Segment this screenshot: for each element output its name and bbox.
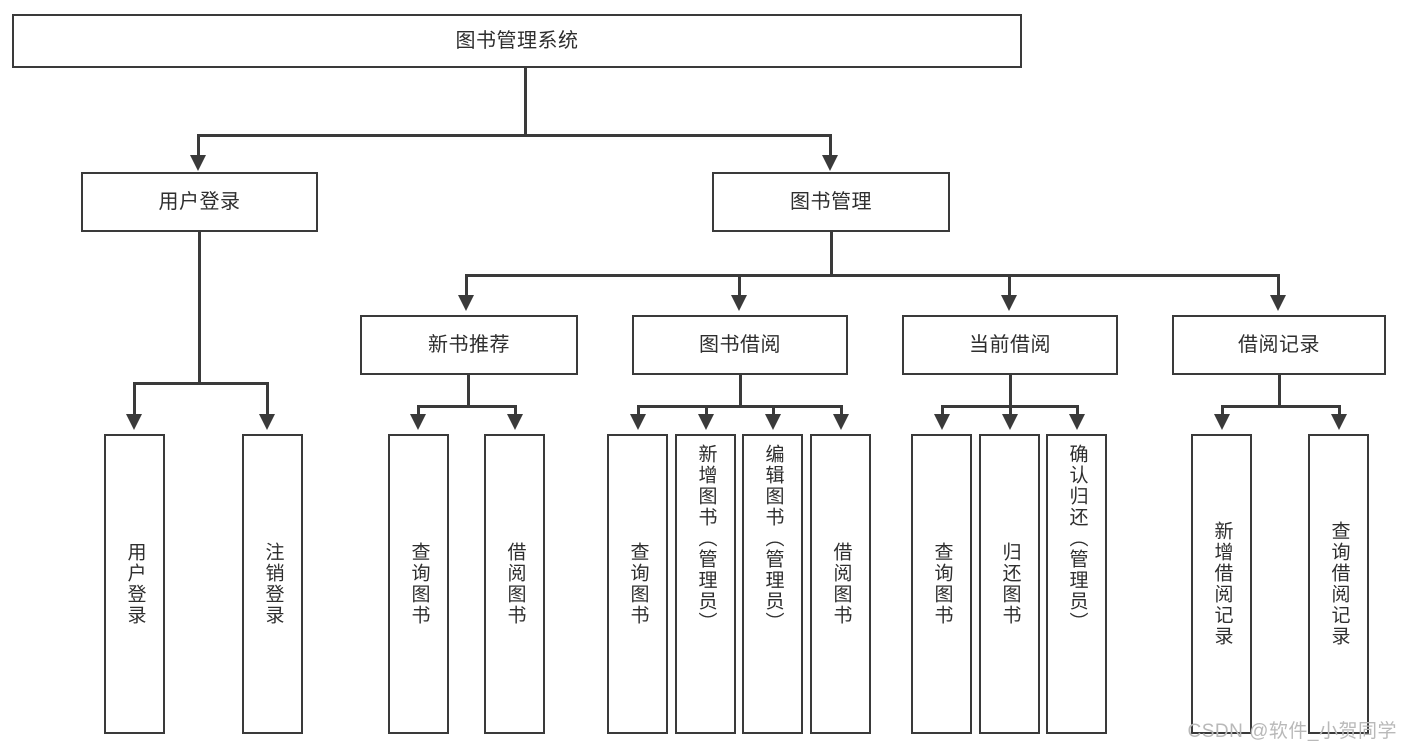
node-label: 用户登录 <box>124 542 146 626</box>
connector-new-book-stem <box>467 375 470 407</box>
node-label: 借阅记录 <box>1238 333 1320 356</box>
node-label: 图书管理 <box>790 190 872 213</box>
arrowhead-leaf-confirm-return <box>1069 414 1085 430</box>
connector-to-book-manage <box>829 134 832 158</box>
node-new-book-recommend[interactable]: 新书推荐 <box>360 315 578 375</box>
connector-user-login-leaf2 <box>266 382 269 417</box>
arrowhead-user-login <box>190 155 206 171</box>
leaf-query-book-current[interactable]: 查询图书 <box>911 434 972 734</box>
leaf-edit-book-admin[interactable]: 编辑图书（管理员） <box>742 434 803 734</box>
connector-new-book-leaf1 <box>417 405 420 417</box>
connector-current-borrow-leaf3 <box>1076 405 1079 417</box>
node-user-login[interactable]: 用户登录 <box>81 172 318 232</box>
arrowhead-book-borrow <box>731 295 747 311</box>
leaf-borrow-book[interactable]: 借阅图书 <box>810 434 871 734</box>
connector-root-stem <box>524 68 527 136</box>
leaf-add-borrow-record[interactable]: 新增借阅记录 <box>1191 434 1252 734</box>
connector-book-manage-stem <box>830 232 833 276</box>
connector-root-bar <box>197 134 831 137</box>
connector-book-borrow-leaf4 <box>840 405 843 417</box>
leaf-return-book[interactable]: 归还图书 <box>979 434 1040 734</box>
node-label: 借阅图书 <box>504 542 526 626</box>
connector-to-current-borrow <box>1008 274 1011 298</box>
node-label: 归还图书 <box>999 542 1021 626</box>
connector-new-book-leaf2 <box>514 405 517 417</box>
connector-current-borrow-stem <box>1009 375 1012 407</box>
leaf-add-book-admin[interactable]: 新增图书（管理员） <box>675 434 736 734</box>
leaf-user-login[interactable]: 用户登录 <box>104 434 165 734</box>
node-label: 查询图书 <box>931 542 953 626</box>
node-label: 编辑图书（管理员） <box>762 444 784 633</box>
connector-book-borrow-stem <box>739 375 742 407</box>
arrowhead-new-book <box>458 295 474 311</box>
leaf-query-book-borrow[interactable]: 查询图书 <box>607 434 668 734</box>
connector-user-login-stem <box>198 232 201 384</box>
node-label: 新增图书（管理员） <box>695 444 717 633</box>
connector-borrow-record-stem <box>1278 375 1281 407</box>
arrowhead-leaf-add-record <box>1214 414 1230 430</box>
leaf-query-book-recommend[interactable]: 查询图书 <box>388 434 449 734</box>
arrowhead-leaf-query-book-c <box>934 414 950 430</box>
connector-to-user-login <box>197 134 200 158</box>
connector-new-book-bar <box>417 405 517 408</box>
node-root-system[interactable]: 图书管理系统 <box>12 14 1022 68</box>
node-label: 借阅图书 <box>830 542 852 626</box>
arrowhead-book-manage <box>822 155 838 171</box>
connector-book-manage-bar <box>465 274 1277 277</box>
node-label: 确认归还（管理员） <box>1066 444 1088 633</box>
connector-borrow-record-bar <box>1221 405 1338 408</box>
arrowhead-leaf-query-book-a <box>410 414 426 430</box>
arrowhead-leaf-borrow-book-a <box>507 414 523 430</box>
node-label: 查询图书 <box>627 542 649 626</box>
connector-to-book-borrow <box>738 274 741 298</box>
connector-borrow-record-leaf1 <box>1221 405 1224 417</box>
node-label: 新书推荐 <box>428 333 510 356</box>
node-label: 查询借阅记录 <box>1328 521 1350 647</box>
arrowhead-leaf-user-login <box>126 414 142 430</box>
arrowhead-leaf-edit-book <box>765 414 781 430</box>
arrowhead-leaf-borrow-book-b <box>833 414 849 430</box>
arrowhead-leaf-add-book <box>698 414 714 430</box>
node-label: 图书借阅 <box>699 333 781 356</box>
node-label: 当前借阅 <box>969 333 1051 356</box>
node-borrow-record[interactable]: 借阅记录 <box>1172 315 1386 375</box>
node-label: 新增借阅记录 <box>1211 521 1233 647</box>
node-book-borrow[interactable]: 图书借阅 <box>632 315 848 375</box>
node-book-manage[interactable]: 图书管理 <box>712 172 950 232</box>
arrowhead-leaf-logout <box>259 414 275 430</box>
leaf-borrow-book-recommend[interactable]: 借阅图书 <box>484 434 545 734</box>
arrowhead-leaf-return-book <box>1002 414 1018 430</box>
node-label: 查询图书 <box>408 542 430 626</box>
connector-borrow-record-leaf2 <box>1338 405 1341 417</box>
leaf-query-borrow-record[interactable]: 查询借阅记录 <box>1308 434 1369 734</box>
connector-to-new-book <box>465 274 468 298</box>
connector-to-borrow-record <box>1277 274 1280 298</box>
arrowhead-borrow-record <box>1270 295 1286 311</box>
node-label: 图书管理系统 <box>455 29 579 52</box>
connector-user-login-bar <box>133 382 266 385</box>
connector-current-borrow-leaf1 <box>941 405 944 417</box>
node-label: 注销登录 <box>262 542 284 626</box>
connector-current-borrow-leaf2 <box>1009 405 1012 417</box>
node-current-borrow[interactable]: 当前借阅 <box>902 315 1118 375</box>
connector-book-borrow-leaf3 <box>772 405 775 417</box>
leaf-logout[interactable]: 注销登录 <box>242 434 303 734</box>
arrowhead-leaf-query-book-b <box>630 414 646 430</box>
connector-user-login-leaf1 <box>133 382 136 417</box>
arrowhead-leaf-query-record <box>1331 414 1347 430</box>
node-label: 用户登录 <box>158 190 241 213</box>
connector-book-borrow-leaf2 <box>705 405 708 417</box>
connector-book-borrow-leaf1 <box>637 405 640 417</box>
leaf-confirm-return-admin[interactable]: 确认归还（管理员） <box>1046 434 1107 734</box>
connector-book-borrow-bar <box>637 405 842 408</box>
arrowhead-current-borrow <box>1001 295 1017 311</box>
